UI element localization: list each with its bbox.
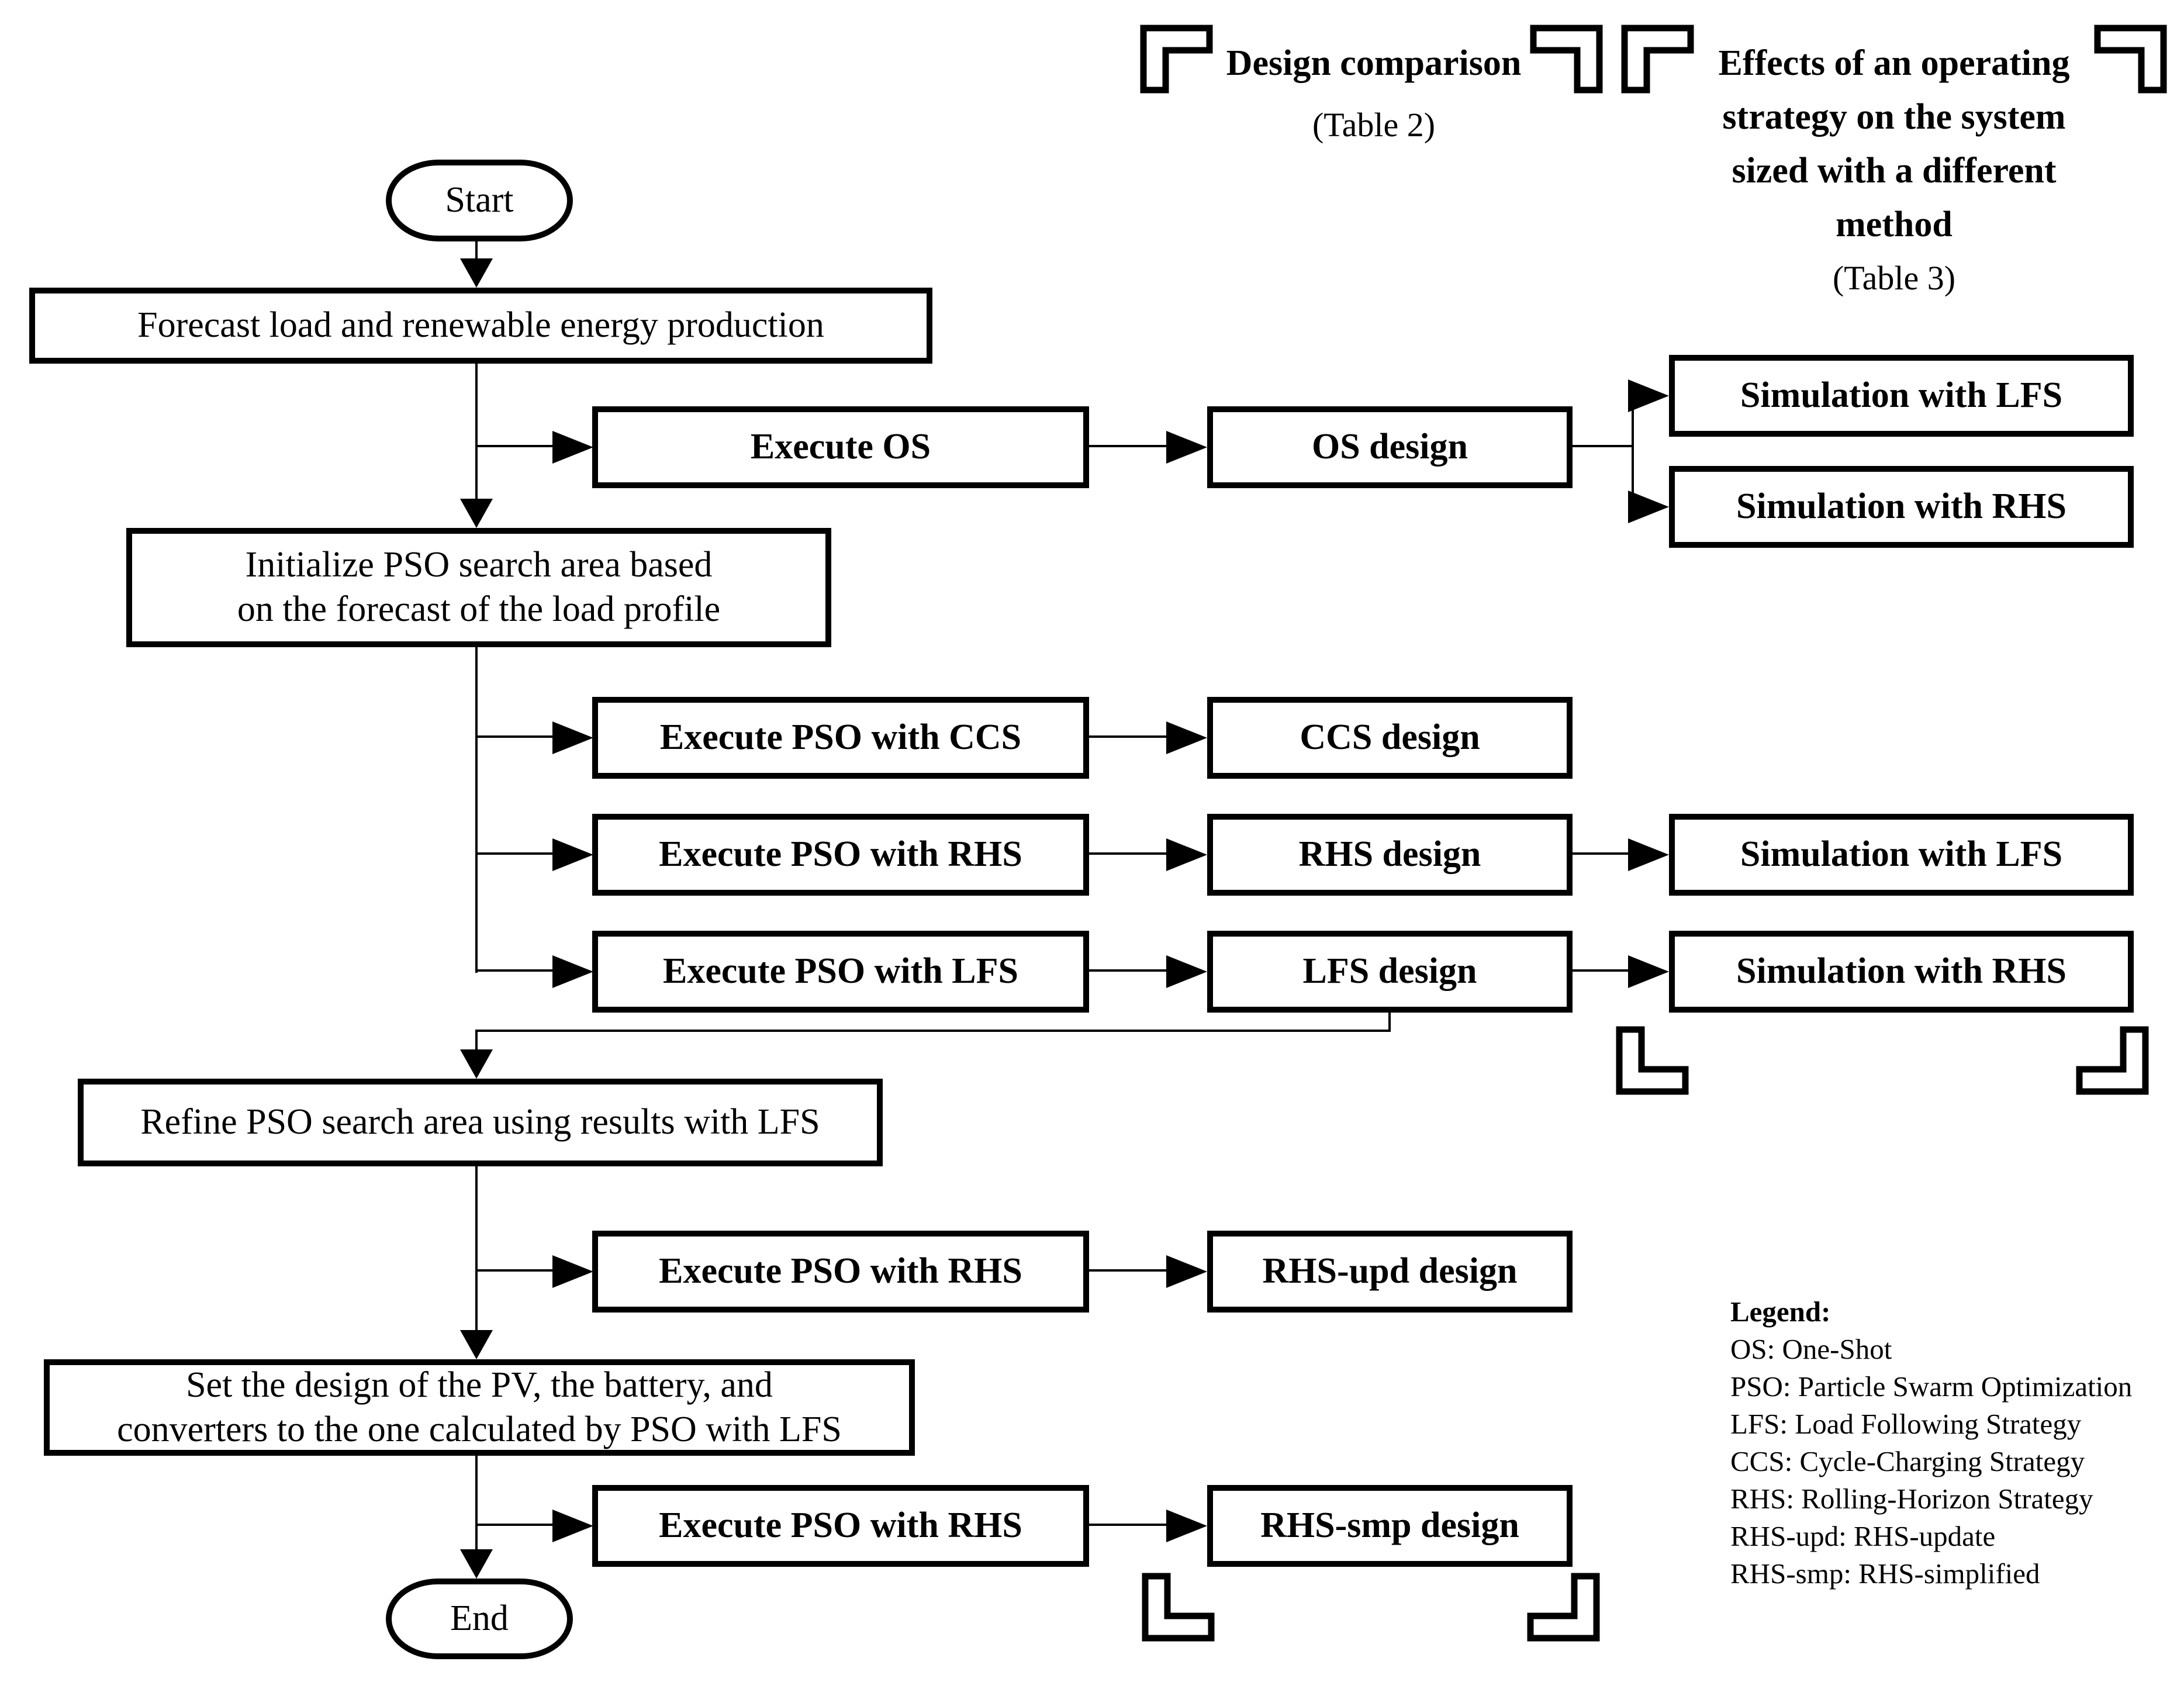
refine-node: Refine PSO search area using results wit…: [78, 1079, 883, 1166]
bracket-top-right-design: [1530, 25, 1603, 94]
set-design-node: Set the design of the PV, the battery, a…: [44, 1359, 915, 1456]
arrowhead-execute-ccs: [552, 721, 593, 754]
arrowhead-forecast: [460, 258, 493, 288]
header-operating-strategy-table: (Table 3): [1832, 259, 1956, 297]
arrowhead-execute-os: [552, 431, 593, 464]
bracket-bottom-left-effects: [1616, 1026, 1689, 1095]
connector-executeos-osdesign: [1089, 445, 1167, 447]
header-operating-strategy-line1: Effects of an operating: [1718, 43, 2070, 83]
execute-pso-ccs-node: Execute PSO with CCS: [592, 697, 1089, 779]
header-operating-strategy-line3: sized with a different: [1732, 151, 2057, 191]
start-node: Start: [386, 160, 573, 241]
simulation-rhs-top-node: Simulation with RHS: [1669, 466, 2134, 548]
connector-refine-set: [475, 1166, 478, 1336]
connector-forecast-initialize: [475, 364, 478, 509]
legend-entry-ccs: CCS: Cycle-Charging Strategy: [1730, 1445, 2085, 1477]
bracket-top-left-design: [1140, 25, 1213, 94]
legend-entry-rhs-smp: RHS-smp: RHS-simplified: [1730, 1557, 2040, 1590]
legend: Legend: OS: One-Shot PSO: Particle Swarm…: [1730, 1293, 2132, 1593]
arrowhead-sim-lfs-mid: [1628, 838, 1669, 871]
connector-branch-rhs: [475, 852, 554, 855]
lfs-design-node: LFS design: [1207, 931, 1573, 1013]
simulation-lfs-top-node: Simulation with LFS: [1669, 355, 2134, 437]
execute-pso-lfs-node: Execute PSO with LFS: [592, 931, 1089, 1013]
bracket-bottom-right-effects: [2076, 1026, 2149, 1095]
connector-lfs-design: [1089, 969, 1167, 972]
bracket-bottom-right-design: [1527, 1573, 1600, 1642]
connector-set-end: [475, 1456, 478, 1555]
rhs-smp-design-node: RHS-smp design: [1207, 1485, 1573, 1567]
initialize-line2: on the forecast of the load profile: [237, 589, 721, 629]
rhs-design-node: RHS design: [1207, 814, 1573, 896]
bracket-top-right-effects: [2094, 25, 2167, 94]
arrowhead-execute-rhs: [552, 838, 593, 871]
arrowhead-refine: [460, 1049, 493, 1079]
rhs-upd-design-node: RHS-upd design: [1207, 1231, 1573, 1313]
header-design-comparison: Design comparison: [1226, 43, 1522, 83]
arrowhead-ccs-design: [1166, 721, 1207, 754]
connector-feedback-down: [475, 1030, 478, 1055]
simulation-lfs-mid-node: Simulation with LFS: [1669, 814, 2134, 896]
arrowhead-end: [460, 1549, 493, 1579]
set-design-line1: Set the design of the PV, the battery, a…: [186, 1365, 773, 1405]
initialize-node: Initialize PSO search area based on the …: [126, 528, 831, 647]
arrowhead-set: [460, 1330, 493, 1359]
legend-entry-os: OS: One-Shot: [1730, 1333, 1892, 1365]
connector-lfsdesign-down: [1388, 1013, 1391, 1032]
arrowhead-os-design: [1166, 431, 1207, 464]
initialize-line1: Initialize PSO search area based: [245, 545, 713, 585]
arrowhead-sim-rhs-top: [1628, 491, 1669, 523]
arrowhead-lfs-design: [1166, 955, 1207, 988]
simulation-rhs-mid-node: Simulation with RHS: [1669, 931, 2134, 1013]
execute-pso-rhs-node: Execute PSO with RHS: [592, 814, 1089, 896]
connector-osdesign-split: [1573, 445, 1634, 447]
header-operating-strategy-line2: strategy on the system: [1722, 97, 2066, 137]
legend-entry-rhs-upd: RHS-upd: RHS-update: [1730, 1520, 1996, 1552]
header-design-comparison-table: (Table 2): [1312, 106, 1436, 144]
execute-pso-rhs-smp-node: Execute PSO with RHS: [592, 1485, 1089, 1567]
connector-rhssmp-design: [1089, 1524, 1167, 1526]
arrowhead-execute-lfs: [552, 955, 593, 988]
forecast-node: Forecast load and renewable energy produ…: [29, 288, 932, 364]
arrowhead-rhssmp-design: [1166, 1510, 1207, 1542]
arrowhead-sim-lfs-top: [1628, 379, 1669, 412]
connector-lfsdesign-sim: [1573, 969, 1629, 972]
arrowhead-sim-rhs-mid: [1628, 955, 1669, 988]
bracket-bottom-left-design: [1142, 1573, 1215, 1642]
header-operating-strategy-line4: method: [1836, 205, 1953, 244]
connector-branch-execute-os: [475, 445, 554, 447]
os-design-node: OS design: [1207, 406, 1573, 488]
arrowhead-initialize: [460, 499, 493, 528]
end-node: End: [386, 1579, 573, 1659]
connector-rhsdesign-sim: [1573, 852, 1629, 855]
arrowhead-execute-rhs-smp: [552, 1510, 593, 1542]
bracket-top-left-effects: [1621, 25, 1694, 94]
set-design-line2: converters to the one calculated by PSO …: [117, 1409, 842, 1449]
arrowhead-rhs-design: [1166, 838, 1207, 871]
legend-title: Legend:: [1730, 1296, 1831, 1328]
connector-initialize-trunk: [475, 647, 478, 973]
legend-entry-lfs: LFS: Load Following Strategy: [1730, 1408, 2082, 1440]
connector-ccs-design: [1089, 735, 1167, 738]
ccs-design-node: CCS design: [1207, 697, 1573, 779]
connector-split-vertical: [1632, 395, 1634, 508]
execute-pso-rhs-upd-node: Execute PSO with RHS: [592, 1231, 1089, 1313]
connector-branch-lfs: [475, 969, 554, 972]
connector-branch-rhs-upd: [475, 1269, 554, 1272]
connector-start-forecast: [475, 241, 478, 265]
connector-rhs-design: [1089, 852, 1167, 855]
connector-feedback-horizontal: [475, 1030, 1391, 1032]
connector-branch-ccs: [475, 735, 554, 738]
connector-rhsupd-design: [1089, 1269, 1167, 1272]
execute-os-node: Execute OS: [592, 406, 1089, 488]
legend-entry-rhs: RHS: Rolling-Horizon Strategy: [1730, 1483, 2093, 1515]
connector-branch-rhs-smp: [475, 1524, 554, 1526]
arrowhead-rhsupd-design: [1166, 1255, 1207, 1288]
header-operating-strategy: Effects of an operating strategy on the …: [1631, 36, 2157, 305]
legend-entry-pso: PSO: Particle Swarm Optimization: [1730, 1370, 2133, 1403]
arrowhead-execute-rhs-upd: [552, 1255, 593, 1288]
